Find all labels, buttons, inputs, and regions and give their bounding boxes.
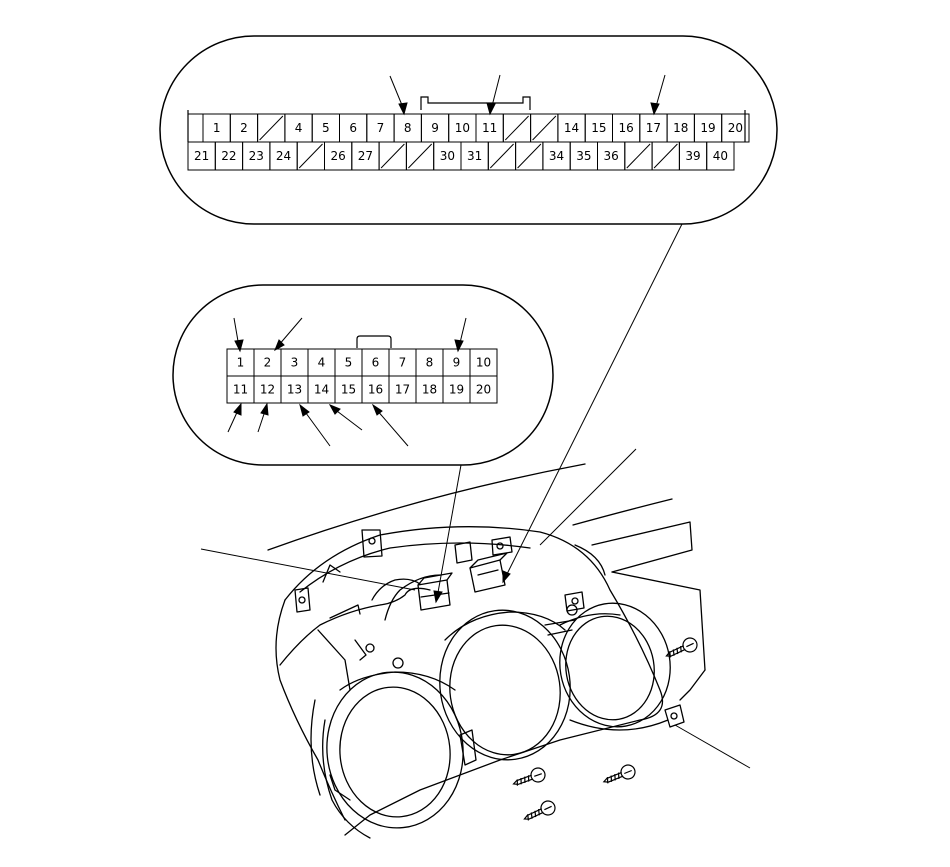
connector-40-pin-number: 20 — [728, 121, 743, 135]
connector-20-pin-number: 17 — [395, 383, 410, 397]
connector-40-pin-number: 30 — [440, 149, 455, 163]
screw-icon — [523, 800, 556, 821]
connector-20-pin-number: 8 — [426, 356, 434, 370]
callout-bubble-20 — [172, 284, 554, 466]
connector-40-pin-number: 39 — [685, 149, 700, 163]
mount-tab-bottom — [459, 729, 477, 766]
connector-40-pin-number: 36 — [604, 149, 619, 163]
connector-20-pin-number: 20 — [476, 383, 491, 397]
connector-40-pin-number: 6 — [349, 121, 357, 135]
screw-icon — [665, 637, 698, 658]
connector-40-pin-cell: 40 — [706, 141, 735, 171]
connector-20-callout — [172, 284, 554, 466]
center-gauge-face — [449, 624, 561, 756]
connector-20-pin-number: 19 — [449, 383, 464, 397]
gauge-cluster-illustration — [267, 463, 706, 839]
screw-icon — [602, 764, 636, 784]
connector-20-pin-number: 2 — [264, 356, 272, 370]
connector-40-pin-number: 31 — [467, 149, 482, 163]
connector-40-pin-number: 10 — [455, 121, 470, 135]
connector-20-pin-number: 1 — [237, 356, 245, 370]
screw-icon — [512, 767, 546, 786]
connector-40-pointer-arrows — [389, 74, 666, 116]
mount-tab-right — [664, 704, 685, 728]
connector-40-pin-number: 7 — [377, 121, 385, 135]
connector-20-pin-number: 18 — [422, 383, 437, 397]
connector-40-pin-number: 19 — [700, 121, 715, 135]
connector-20-pin-number: 10 — [476, 356, 491, 370]
connector-40-pin-number: 40 — [713, 149, 728, 163]
connector-40-lock-tab — [420, 96, 531, 110]
connector-40-pin-number: 1 — [213, 121, 221, 135]
connector-20-pin-number: 5 — [345, 356, 353, 370]
connector-40-callout — [159, 35, 778, 225]
connector-40-body — [469, 559, 506, 593]
connector-20-pin-number: 14 — [314, 383, 329, 397]
connector-20-pin-number: 4 — [318, 356, 326, 370]
connector-20-pin-number: 7 — [399, 356, 407, 370]
connector-40-pin-number: 5 — [322, 121, 330, 135]
connector-20-pin-number: 9 — [453, 356, 461, 370]
connector-40-pin-number: 23 — [249, 149, 264, 163]
mount-tab-top-left — [361, 529, 383, 558]
connector-20-pin-number: 16 — [368, 383, 383, 397]
connector-20-pin-cell: 20 — [469, 375, 498, 404]
connector-40-pin-number: 14 — [564, 121, 579, 135]
dashboard-top-edge — [267, 463, 586, 551]
leader-lines — [200, 223, 751, 769]
connector-40-pin-number: 24 — [276, 149, 291, 163]
wire-harness — [279, 587, 431, 666]
connector-40-pin-number: 16 — [619, 121, 634, 135]
connector-40-pin-number: 17 — [646, 121, 661, 135]
connector-40-pin-number: 11 — [482, 121, 497, 135]
connector-40-pin-number: 27 — [358, 149, 373, 163]
left-gauge-face — [339, 686, 451, 818]
connector-40-pin-number: 22 — [221, 149, 236, 163]
screws — [512, 637, 698, 821]
callout-bubble-40 — [159, 35, 778, 225]
mount-tab-left — [294, 587, 311, 613]
connector-40-pin-number: 9 — [431, 121, 439, 135]
dashboard-right-edge — [572, 498, 673, 526]
connector-20-lock-tab — [356, 335, 392, 348]
connector-20-pin-number: 15 — [341, 383, 356, 397]
connector-40-pin-number: 21 — [194, 149, 209, 163]
dashboard-side — [611, 571, 706, 671]
cluster-housing-left — [275, 599, 346, 821]
connector-40-pin-number: 35 — [576, 149, 591, 163]
connector-20-pin-number: 3 — [291, 356, 299, 370]
connector-40-pin-number: 34 — [549, 149, 564, 163]
connector-20-pin-number: 12 — [260, 383, 275, 397]
connector-40-pin-cell: 20 — [721, 113, 750, 143]
connector-40-pin-number: 2 — [240, 121, 248, 135]
connector-20-pin-number: 6 — [372, 356, 380, 370]
right-gauge-bezel — [559, 602, 671, 728]
connector-40-pin-number: 18 — [673, 121, 688, 135]
right-gauge-face — [565, 615, 655, 721]
connector-20-pin-number: 11 — [233, 383, 248, 397]
connector-40-end-notches — [187, 110, 746, 142]
connector-20-pointer-arrows — [227, 317, 467, 447]
dashboard-panel — [591, 521, 693, 573]
connector-20-pin-number: 13 — [287, 383, 302, 397]
mount-hole — [368, 537, 376, 545]
connector-40-pin-number: 15 — [591, 121, 606, 135]
connector-40-pin-number: 8 — [404, 121, 412, 135]
connector-40-pin-number: 4 — [295, 121, 303, 135]
connector-40-pin-number: 26 — [331, 149, 346, 163]
connector-20-body — [417, 579, 451, 611]
